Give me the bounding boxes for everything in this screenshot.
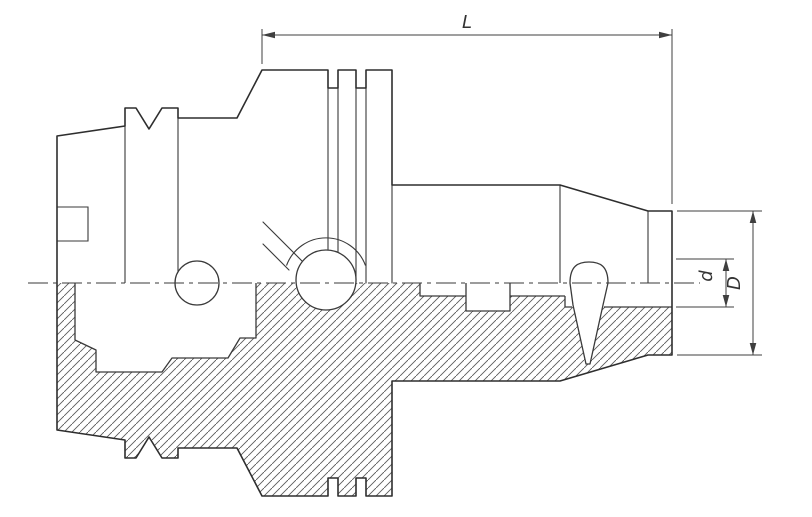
dimension-label-d: d	[696, 270, 717, 282]
dimension-D: D	[677, 210, 762, 356]
flange-center-bore	[295, 249, 357, 311]
arrowhead	[749, 211, 757, 223]
drive-slot-edge	[56, 206, 89, 242]
arrowhead	[749, 343, 757, 355]
flange-counterbore-arc	[285, 237, 367, 266]
shank-cavity-outline	[74, 283, 257, 373]
nose-bore-outline	[564, 296, 672, 308]
arrowhead	[659, 31, 672, 39]
bore-recess-outline	[465, 283, 511, 312]
coolant-tube-outline	[569, 261, 609, 365]
dimension-L: L	[261, 12, 673, 204]
arrowhead	[722, 259, 730, 271]
arrowhead	[262, 31, 275, 39]
dimension-d: d	[676, 258, 734, 308]
arrowhead	[722, 295, 730, 307]
part-outline	[56, 69, 673, 497]
dimension-label-D: D	[724, 276, 745, 290]
dimension-label-L: L	[462, 12, 472, 33]
flange-slot-edge-2	[262, 243, 290, 271]
mid-bore-outline	[419, 283, 565, 297]
flange-slot-edge-1	[262, 221, 304, 263]
internal-cavities	[74, 237, 672, 373]
